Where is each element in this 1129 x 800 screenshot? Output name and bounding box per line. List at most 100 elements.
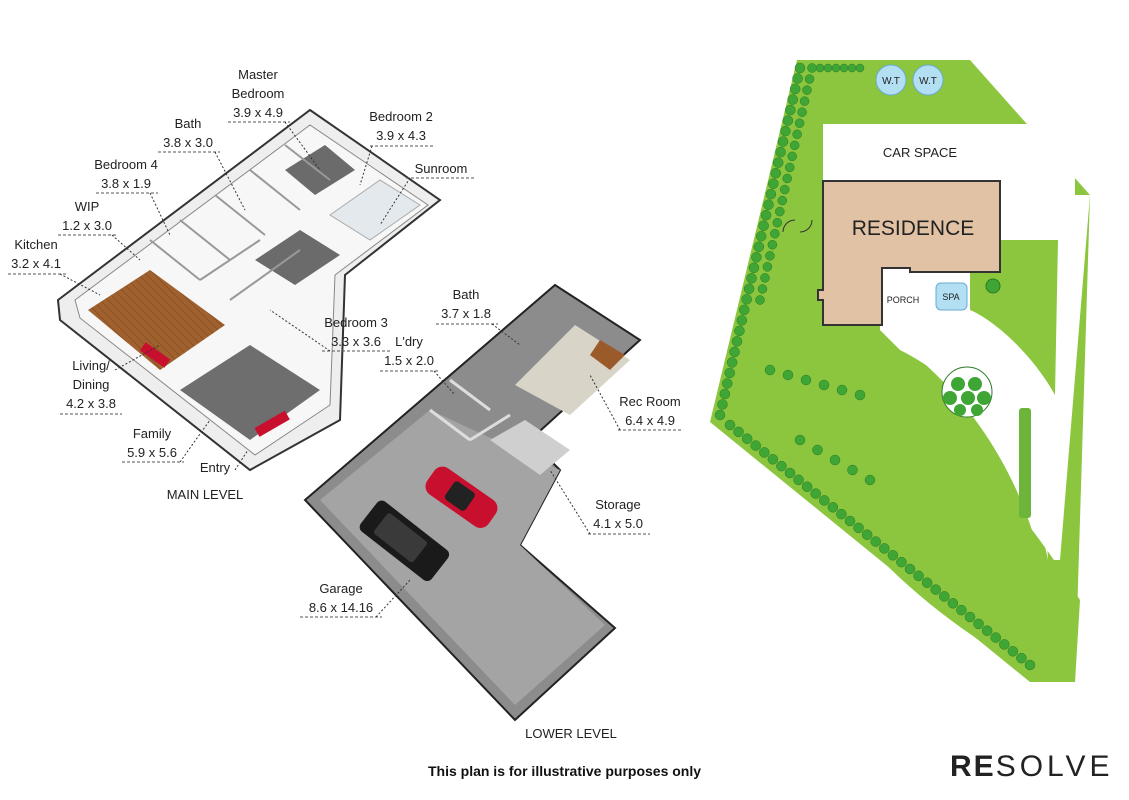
water-tank-2-label: W.T — [919, 76, 937, 87]
lower-level-title: LOWER LEVEL — [525, 726, 617, 741]
tree — [973, 618, 984, 630]
tree — [799, 96, 810, 106]
tree — [1016, 652, 1027, 664]
tree — [794, 434, 806, 446]
bedroom-floor — [255, 230, 340, 285]
tree — [722, 378, 733, 389]
tree — [751, 252, 762, 263]
tree — [738, 304, 750, 316]
sunroom-floor — [329, 179, 421, 241]
tree — [921, 577, 933, 588]
main-level-plan — [56, 108, 442, 472]
tree — [770, 228, 780, 239]
lower-level-labels: Bath 3.7 x 1.8 L'dry 1.5 x 2.0 Rec Room … — [300, 287, 682, 741]
tree — [765, 188, 777, 200]
dims-bedroom-3: 3.3 x 3.6 — [331, 334, 381, 349]
tree — [753, 241, 765, 253]
tree — [939, 591, 950, 602]
tree — [760, 273, 770, 283]
tree — [729, 346, 740, 358]
tree — [831, 63, 841, 73]
tree — [776, 460, 787, 472]
tree — [930, 584, 941, 595]
tree — [719, 388, 731, 400]
main-level-labels: Master Bedroom 3.9 x 4.9 Bath 3.8 x 3.0 … — [8, 67, 474, 502]
tree — [755, 230, 767, 242]
tree — [802, 85, 812, 95]
residence-label: RESIDENCE — [852, 217, 975, 240]
tree — [777, 136, 789, 147]
hedge-row — [1019, 408, 1031, 518]
label-sunroom: Sunroom — [415, 161, 468, 176]
tree — [904, 563, 916, 575]
label-master-1: Master — [238, 67, 278, 82]
tree — [714, 409, 726, 421]
label-master-2: Bedroom — [232, 86, 285, 101]
tree — [741, 294, 752, 305]
dims-family: 5.9 x 5.6 — [127, 445, 177, 460]
red-car — [425, 466, 498, 528]
tree — [736, 315, 748, 326]
tree — [784, 162, 795, 173]
tree — [836, 384, 848, 396]
tree — [887, 550, 899, 561]
tree — [999, 639, 1010, 650]
label-bedroom-4: Bedroom 4 — [94, 157, 158, 172]
label-storage: Storage — [595, 497, 641, 512]
lower-level-plan — [303, 283, 642, 722]
black-suv — [359, 500, 450, 582]
tree — [818, 379, 830, 391]
tree — [787, 94, 798, 105]
lawn-curve — [760, 320, 1080, 682]
tree — [755, 295, 765, 305]
tree — [724, 419, 736, 431]
tree — [780, 125, 791, 137]
tree — [793, 474, 804, 486]
tree — [775, 206, 785, 217]
tree — [789, 83, 801, 95]
tree — [741, 433, 753, 444]
tree — [717, 399, 728, 410]
label-kitchen: Kitchen — [14, 237, 57, 252]
label-family: Family — [133, 426, 172, 441]
sofa-family — [254, 410, 290, 437]
rec-room-wood — [590, 340, 625, 370]
tree-cluster — [941, 366, 993, 418]
tree — [861, 529, 873, 540]
main-level-interior — [74, 124, 429, 456]
tree — [782, 115, 794, 126]
tree — [758, 220, 769, 231]
dims-bath-lower: 3.7 x 1.8 — [441, 306, 491, 321]
tree — [784, 467, 796, 479]
dims-storage: 4.1 x 5.0 — [593, 516, 643, 531]
tree — [854, 389, 866, 401]
tree — [990, 632, 1001, 643]
site-trees — [714, 62, 1036, 671]
label-bedroom-2: Bedroom 2 — [369, 109, 433, 124]
bush — [985, 278, 1001, 294]
tree — [792, 129, 802, 140]
tree — [855, 63, 865, 73]
tree — [794, 118, 805, 128]
label-ldry: L'dry — [395, 334, 423, 349]
tree — [829, 454, 841, 466]
tree — [724, 367, 735, 379]
tree — [764, 364, 776, 376]
tree — [1007, 646, 1019, 657]
tree — [913, 570, 924, 582]
tree — [760, 209, 772, 221]
tree — [794, 62, 806, 74]
tree — [823, 63, 833, 73]
residence-building — [817, 180, 1001, 326]
tree — [964, 611, 976, 623]
tree — [870, 536, 881, 547]
logo-bold: RE — [950, 750, 996, 783]
driveway-arc — [880, 330, 1048, 560]
tree — [956, 604, 967, 616]
dims-bedroom-2: 3.9 x 4.3 — [376, 128, 426, 143]
tree — [797, 107, 807, 117]
tree — [800, 374, 812, 386]
dims-rec-room: 6.4 x 4.9 — [625, 413, 675, 428]
tree — [896, 556, 907, 568]
